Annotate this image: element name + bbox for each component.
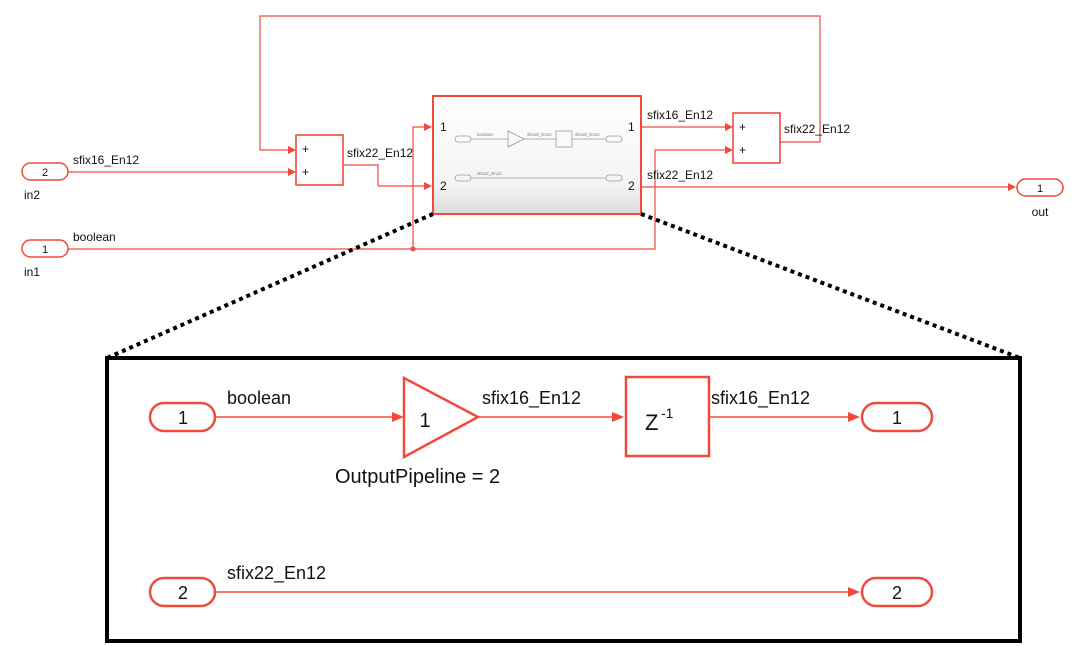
- zoom-in2-port[interactable]: [148, 576, 217, 608]
- sum2-sign-1: +: [739, 120, 746, 134]
- sum1-output-label: sfix22_En12: [347, 146, 413, 160]
- out-port-name: out: [1032, 205, 1049, 219]
- sum1-sign-2: +: [302, 165, 309, 179]
- in1-port[interactable]: [21, 239, 69, 258]
- gain-block[interactable]: [402, 375, 481, 460]
- zoom-out1-port[interactable]: [860, 401, 934, 433]
- subsystem-out1-signal-label: sfix16_En12: [647, 108, 713, 122]
- in2-port[interactable]: [21, 162, 69, 181]
- zoom-out1-number: 1: [892, 408, 902, 428]
- gain-value: 1: [419, 410, 430, 432]
- in1-port-number: 1: [42, 244, 48, 256]
- in2-port-name: in2: [24, 188, 40, 202]
- preview-signal-delay: sfix16_En12: [575, 132, 600, 137]
- delay-label: Z: [645, 410, 658, 435]
- preview-signal-boolean: boolean: [477, 132, 494, 137]
- zoom-indicator-lines: [106, 212, 1021, 360]
- zoom-in1-number: 1: [178, 408, 188, 428]
- top-wires: [68, 15, 1016, 252]
- zoom-in2-signal-label: sfix22_En12: [227, 563, 326, 584]
- subsystem-in-port-1: 1: [440, 120, 447, 134]
- in2-port-number: 2: [42, 167, 48, 179]
- delay-output-label: sfix16_En12: [711, 388, 810, 409]
- subsystem-in-port-2: 2: [440, 179, 447, 193]
- subsystem-out-port-1: 1: [628, 120, 635, 134]
- unit-delay-block[interactable]: [624, 375, 711, 458]
- zoom-in1-signal-label: boolean: [227, 388, 291, 408]
- sum2-block[interactable]: [732, 112, 781, 164]
- zoom-out2-port[interactable]: [860, 576, 934, 608]
- zoom-out2-number: 2: [892, 583, 902, 603]
- delay-exponent: -1: [661, 405, 674, 421]
- in1-port-name: in1: [24, 265, 40, 279]
- in1-signal-label: boolean: [73, 230, 116, 244]
- preview-signal-sfix22: sfix22_En12: [477, 171, 502, 176]
- sum1-sign-1: +: [302, 142, 309, 156]
- zoom-in1-port[interactable]: [148, 401, 217, 433]
- sum1-block[interactable]: [295, 134, 344, 186]
- sum2-output-label: sfix22_En12: [784, 122, 850, 136]
- subsystem-preview: boolean sfix16_En12 sfix16_En12 sfix22_E…: [454, 130, 623, 182]
- subsystem-out-port-2: 2: [628, 179, 635, 193]
- out-port[interactable]: [1016, 178, 1064, 197]
- sum2-sign-2: +: [739, 143, 746, 157]
- subsystem-block[interactable]: [432, 95, 642, 215]
- zoom-wires: [215, 412, 860, 597]
- zoom-in2-number: 2: [178, 583, 188, 603]
- gain-output-label: sfix16_En12: [482, 388, 581, 409]
- subsystem-out2-signal-label: sfix22_En12: [647, 168, 713, 182]
- gain-annotation: OutputPipeline = 2: [335, 466, 500, 488]
- preview-signal-gain: sfix16_En12: [527, 132, 552, 137]
- in2-signal-label: sfix16_En12: [73, 153, 139, 167]
- out-port-number: 1: [1037, 183, 1043, 195]
